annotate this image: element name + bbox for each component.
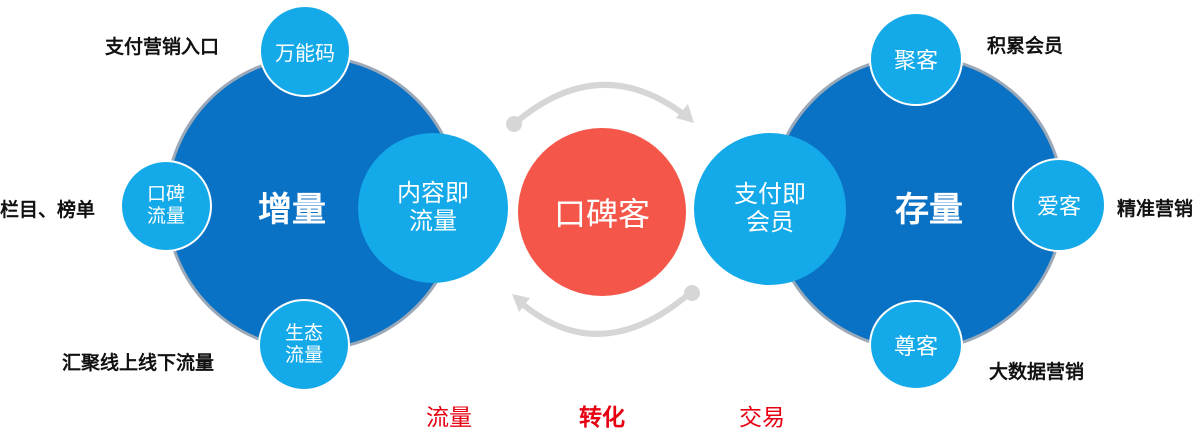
satellite-wannengma: 万能码 [259, 5, 351, 97]
payment-member-circle: 支付即 会员 [694, 133, 846, 285]
satellite-koubei-traffic: 口碑 流量 [120, 160, 212, 252]
bottom-arrow-head-icon [512, 294, 530, 312]
label-online-offline-traffic: 汇聚线上线下流量 [62, 352, 215, 374]
satellite-ecosystem-traffic: 生态 流量 [258, 299, 350, 391]
label-payment-entry: 支付营销入口 [105, 36, 220, 58]
satellite-aike: 爱客 [1012, 158, 1106, 252]
label-accumulate-members: 积累会员 [987, 35, 1064, 57]
label-big-data-marketing: 大数据营销 [989, 361, 1085, 383]
label-columns-rankings: 栏目、榜单 [0, 199, 96, 221]
satellite-zunke: 尊客 [869, 300, 963, 390]
top-arrow-arc [512, 81, 688, 127]
top-arrow-start-dot [506, 116, 522, 132]
stage-transaction: 交易 [739, 405, 785, 431]
stage-traffic: 流量 [426, 405, 472, 431]
bottom-arrow-start-dot [684, 285, 700, 301]
stage-conversion: 转化 [579, 405, 625, 431]
satellite-jueke: 聚客 [869, 12, 963, 106]
content-traffic-circle: 内容即 流量 [358, 133, 508, 283]
koubeike-core-circle: 口碑客 [518, 128, 686, 296]
label-precision-marketing: 精准营销 [1117, 198, 1194, 220]
increment-title: 增量 [258, 190, 326, 230]
stock-title: 存量 [895, 190, 963, 230]
bottom-arrow-arc [518, 290, 692, 337]
top-arrow-head-icon [676, 104, 694, 123]
